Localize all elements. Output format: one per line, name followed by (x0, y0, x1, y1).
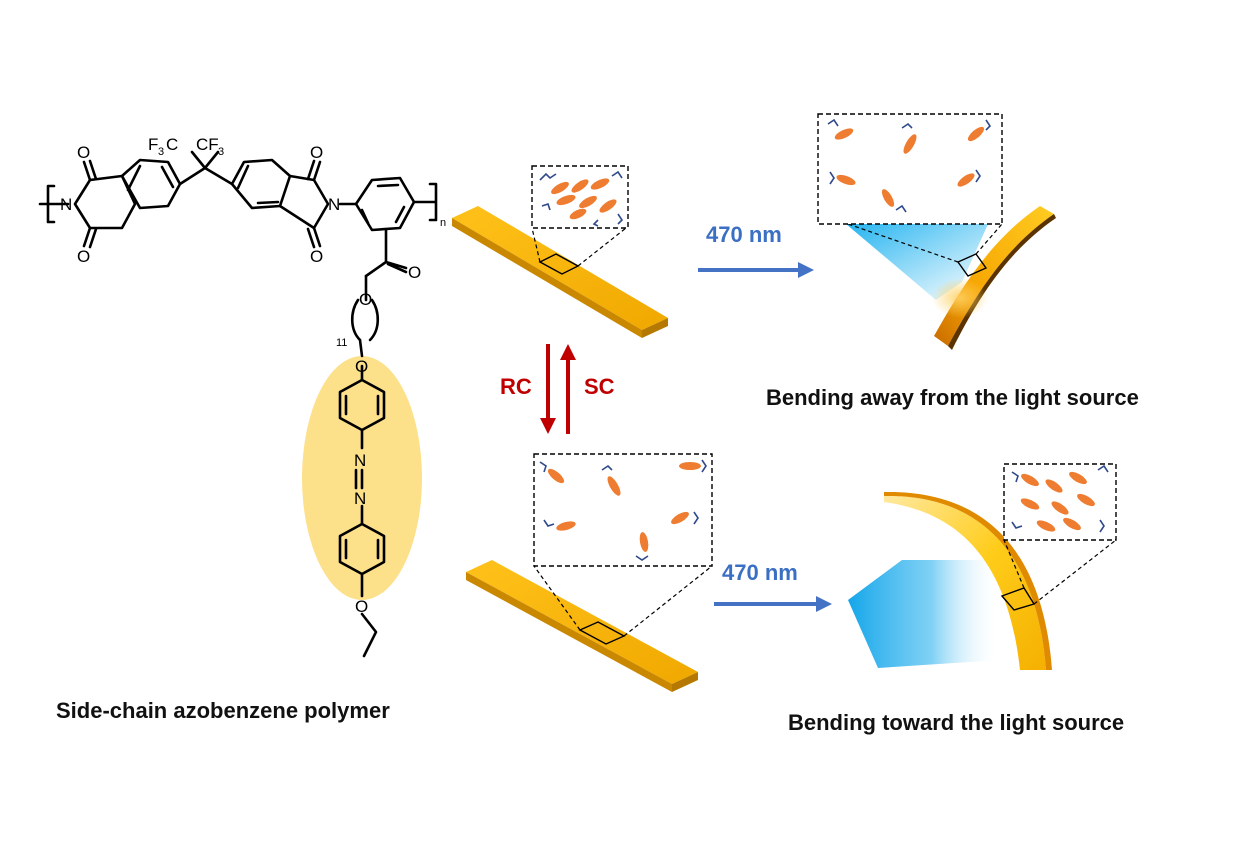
atom-azo-n1: N (354, 451, 366, 470)
bending-away-scene (817, 113, 1056, 350)
inset-bottom-disordered (533, 453, 713, 567)
atom-cf3-left-f: F (148, 135, 158, 154)
caption-bending-toward: Bending toward the light source (788, 710, 1125, 735)
polymer-structure (38, 150, 438, 658)
light-arrow-bottom (714, 596, 832, 612)
wavelength-top: 470 nm (706, 222, 782, 247)
film-bottom-flat (466, 560, 713, 692)
light-beam-bottom (848, 560, 1000, 668)
condition-sc: SC (584, 374, 615, 399)
atom-o-ester-double: O (408, 263, 421, 282)
spacer-count: 11 (336, 337, 347, 349)
atom-o-ether: O (355, 357, 368, 376)
atom-cf3-left-sub: 3 (158, 146, 164, 158)
caption-polymer: Side-chain azobenzene polymer (56, 698, 390, 723)
atom-o4: O (310, 247, 323, 266)
atom-o1: O (77, 143, 90, 162)
repeat-bracket-left (38, 184, 70, 224)
repeat-n: n (440, 217, 446, 229)
light-arrow-top (698, 262, 814, 278)
polymer-atom-labels: N O O F 3 C CF 3 O O N n O O 11 O N N O (60, 135, 446, 616)
film-bent-toward (884, 495, 1046, 670)
condition-rc: RC (500, 374, 532, 399)
atom-o3: O (310, 143, 323, 162)
atom-azo-n2: N (354, 489, 366, 508)
atom-n-right: N (328, 195, 340, 214)
film-top-flat (452, 206, 668, 338)
bending-toward-scene (848, 463, 1117, 670)
wavelength-bottom: 470 nm (722, 560, 798, 585)
atom-n-left: N (60, 195, 72, 214)
atom-o2: O (77, 247, 90, 266)
atom-cf3-right-sub: 3 (218, 146, 224, 158)
condition-arrows (540, 344, 576, 434)
caption-bending-away: Bending away from the light source (766, 385, 1139, 410)
inset-top-ordered (531, 165, 629, 229)
atom-cf3-right: CF (196, 135, 219, 154)
repeat-bracket-right (412, 182, 438, 222)
atom-o-ester: O (359, 290, 372, 309)
atom-cf3-left-c: C (166, 135, 178, 154)
atom-o-end: O (355, 597, 368, 616)
